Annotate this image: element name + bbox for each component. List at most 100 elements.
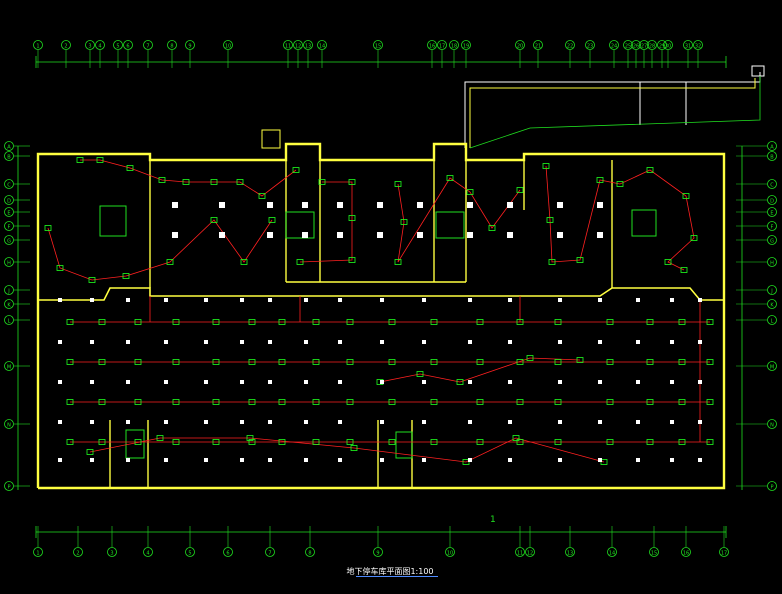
column [304, 458, 308, 462]
light-fixture [516, 359, 524, 365]
axis-label: D [7, 199, 11, 205]
axis-bubble-bottom: 14 [607, 547, 617, 557]
column [597, 232, 603, 238]
light-fixture [66, 399, 74, 405]
light-fixture [172, 399, 180, 405]
light-fixture [476, 319, 484, 325]
column [126, 340, 130, 344]
light-fixture [134, 399, 142, 405]
column [172, 202, 178, 208]
axis-bubble-right: F [767, 221, 777, 231]
circuit-run [379, 357, 581, 383]
column [507, 202, 513, 208]
light-fixture [542, 163, 550, 169]
column [377, 232, 383, 238]
column [204, 420, 208, 424]
axis-bubble-top: 23 [585, 40, 595, 50]
light-fixture [212, 359, 220, 365]
column [598, 420, 602, 424]
axis-bubble-top: 6 [123, 40, 133, 50]
column [240, 298, 244, 302]
column [268, 458, 272, 462]
axis-label: 25 [625, 44, 631, 50]
light-fixture [248, 319, 256, 325]
axis-label: 6 [126, 44, 129, 50]
light-fixture [476, 439, 484, 445]
axis-bubble-left: A [4, 141, 14, 151]
light-fixture [312, 319, 320, 325]
axis-label: 17 [439, 44, 445, 50]
column [508, 458, 512, 462]
axis-bubble-bottom: 12 [525, 547, 535, 557]
axis-label: F [8, 225, 11, 231]
axis-bubble-top: 30 [663, 40, 673, 50]
axis-bubble-top: 16 [427, 40, 437, 50]
axis-label: A [770, 145, 774, 151]
column [636, 420, 640, 424]
column [58, 298, 62, 302]
column [598, 380, 602, 384]
axis-label: 7 [146, 44, 149, 50]
axis-label: 8 [308, 551, 311, 557]
axis-bubble-left: F [4, 221, 14, 231]
column [338, 458, 342, 462]
annex-outline [464, 72, 761, 148]
light-fixture [430, 439, 438, 445]
axis-label: 5 [188, 551, 191, 557]
light-fixture [576, 257, 584, 263]
light-fixture [606, 399, 614, 405]
column [126, 420, 130, 424]
column [558, 298, 562, 302]
light-fixture [248, 439, 256, 445]
light-fixture [706, 439, 714, 445]
annex-feeder [469, 76, 761, 149]
column [468, 380, 472, 384]
column [164, 298, 168, 302]
column [268, 298, 272, 302]
column [422, 420, 426, 424]
light-fixture [66, 359, 74, 365]
column [304, 420, 308, 424]
axis-bubble-bottom: 11 [515, 547, 525, 557]
axis-bubble-top: 18 [449, 40, 459, 50]
column [558, 380, 562, 384]
axis-label: 12 [295, 44, 301, 50]
axis-label: 5 [116, 44, 119, 50]
column [338, 340, 342, 344]
light-fixture [172, 359, 180, 365]
light-fixture [516, 187, 524, 193]
column [338, 420, 342, 424]
axis-bubble-top: 3 [85, 40, 95, 50]
light-fixture [98, 399, 106, 405]
axis-label: C [7, 183, 11, 189]
axis-bubble-bottom: 17 [719, 547, 729, 557]
axis-bubble-bottom: 2 [73, 547, 83, 557]
column [58, 340, 62, 344]
column [126, 458, 130, 462]
light-fixture [246, 435, 254, 441]
light-fixture [56, 265, 64, 271]
column [670, 380, 674, 384]
light-fixture [346, 439, 354, 445]
axis-label: E [7, 211, 10, 217]
light-fixture [348, 257, 356, 263]
column [337, 202, 343, 208]
axis-label: 24 [611, 44, 617, 50]
axis-bubble-top: 19 [461, 40, 471, 50]
axis-bubble-bottom: 7 [265, 547, 275, 557]
column [467, 202, 473, 208]
column [268, 380, 272, 384]
light-fixture [166, 259, 174, 265]
axis-label: 21 [535, 44, 541, 50]
axis-bubble-bottom: 3 [107, 547, 117, 557]
column [380, 458, 384, 462]
column [267, 232, 273, 238]
axis-label: J [770, 289, 772, 295]
column [90, 420, 94, 424]
axis-grid-lines [14, 50, 767, 547]
axis-bubble-top: 26 [631, 40, 641, 50]
section-mark: 1 [490, 515, 496, 525]
light-fixture [66, 439, 74, 445]
column [304, 298, 308, 302]
axis-bubble-bottom: 13 [565, 547, 575, 557]
